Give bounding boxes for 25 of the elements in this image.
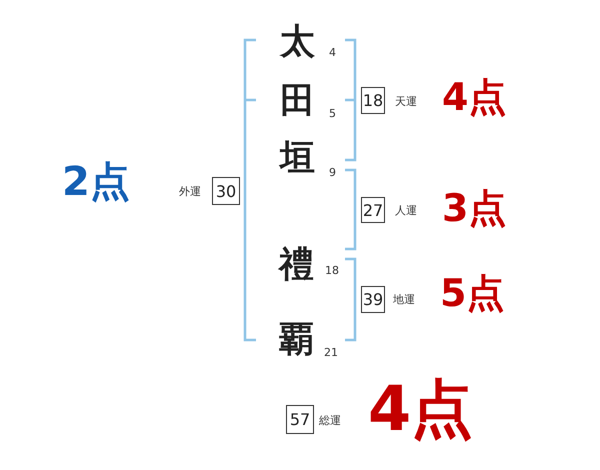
score-text: 5点 — [440, 274, 504, 312]
stroke-count: 4 — [329, 47, 336, 58]
score-text: 3点 — [442, 189, 506, 227]
name-character: 垣 — [280, 141, 315, 176]
stroke-count: 18 — [325, 265, 339, 276]
fortune-label: 天運 — [395, 96, 417, 107]
fortune-label: 総運 — [319, 415, 341, 426]
fortune-label: 地運 — [393, 294, 415, 305]
boxed-number: 27 — [361, 197, 385, 223]
name-character: 禮 — [279, 248, 314, 283]
score-text: 2点 — [62, 162, 130, 202]
stroke-count: 5 — [329, 108, 336, 119]
name-character: 覇 — [279, 323, 314, 358]
stroke-count: 9 — [329, 167, 336, 178]
fortune-label: 人運 — [395, 205, 417, 216]
boxed-number: 57 — [286, 405, 314, 434]
stroke-count: 21 — [324, 347, 338, 358]
boxed-number: 18 — [361, 87, 385, 114]
fortune-label: 外運 — [179, 186, 201, 197]
name-character: 田 — [280, 84, 315, 119]
name-character: 太 — [280, 25, 315, 60]
boxed-number: 39 — [361, 286, 385, 313]
boxed-number: 30 — [212, 177, 240, 205]
score-text: 4点 — [442, 78, 506, 116]
score-text: 4点 — [368, 378, 474, 440]
